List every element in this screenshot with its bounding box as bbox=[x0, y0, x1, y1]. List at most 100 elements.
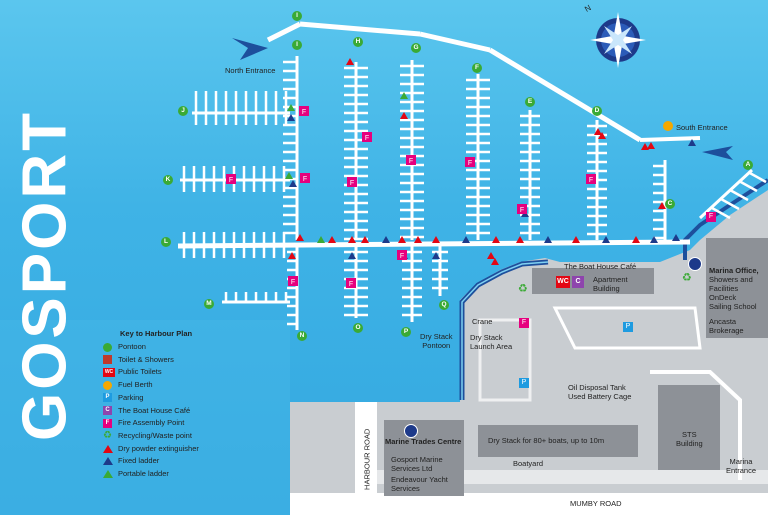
ladder-extinguisher-marker bbox=[287, 114, 295, 121]
key-symbol-triangle bbox=[103, 470, 113, 479]
key-symbol-circle bbox=[103, 342, 112, 352]
fire-assembly-marker bbox=[517, 204, 527, 214]
fire-assembly-letter: F bbox=[229, 177, 233, 184]
fire-assembly-marker bbox=[300, 173, 310, 183]
recycle-icon: ♻ bbox=[518, 282, 528, 295]
north-entrance-arrow bbox=[232, 38, 268, 60]
fire-assembly-letter: F bbox=[350, 180, 354, 187]
key-label: Pontoon bbox=[118, 342, 146, 351]
key-item: Portable ladder bbox=[103, 469, 169, 479]
fire-assembly-marker bbox=[299, 106, 309, 116]
fire-assembly-marker bbox=[362, 132, 372, 142]
gosport-title: GOSPORT bbox=[10, 109, 80, 442]
key-item: ♻Recycling/Waste point bbox=[103, 431, 192, 441]
marine-trades-building bbox=[384, 420, 464, 496]
fire-assembly-letter: F bbox=[409, 158, 413, 165]
boat-house-cafe-label: The Boat House Café bbox=[564, 262, 637, 271]
ladder-extinguisher-marker bbox=[382, 236, 390, 243]
fire-assembly-marker bbox=[346, 278, 356, 288]
ladder-extinguisher-marker bbox=[328, 236, 336, 243]
ladder-extinguisher-marker bbox=[688, 139, 696, 146]
dry-stack-launch-label: Dry Stack Launch Area bbox=[470, 333, 513, 351]
ladder-extinguisher-marker bbox=[462, 236, 470, 243]
key-panel bbox=[0, 320, 290, 515]
key-symbol-triangle bbox=[103, 457, 113, 466]
key-label: The Boat House Café bbox=[118, 405, 191, 415]
fire-assembly-letter: F bbox=[303, 176, 307, 183]
north-entrance-label: North Entrance bbox=[225, 66, 276, 75]
marina-office-building bbox=[706, 238, 768, 338]
pontoon-finger bbox=[720, 197, 740, 211]
pontoon-letter-o: O bbox=[353, 323, 363, 333]
ladder-extinguisher-marker bbox=[296, 234, 304, 241]
pontoon-letter-l: L bbox=[161, 237, 171, 247]
marina-entrance-label: Marina Entrance bbox=[726, 457, 757, 475]
key-item: Toilet & Showers bbox=[103, 355, 174, 365]
dry-stack-boats-label: Dry Stack for 80+ boats, up to 10m bbox=[488, 436, 605, 445]
fire-assembly-letter: F bbox=[468, 160, 472, 167]
key-symbol-WC: WC bbox=[103, 367, 115, 377]
marina-office-icon bbox=[688, 257, 702, 271]
key-symbol-C: C bbox=[103, 406, 112, 416]
internal-road bbox=[377, 470, 768, 484]
ladder-extinguisher-marker bbox=[598, 132, 606, 139]
harbour-wall-inner bbox=[461, 261, 549, 400]
pontoon-finger bbox=[747, 170, 767, 184]
south-entrance-label: South Entrance bbox=[676, 123, 728, 132]
ladder-extinguisher-marker bbox=[361, 236, 369, 243]
fire-assembly-letter: F bbox=[291, 279, 295, 286]
yard-outline bbox=[478, 318, 532, 402]
ladder-extinguisher-marker bbox=[432, 252, 440, 259]
ladder-extinguisher-marker bbox=[647, 142, 655, 149]
pontoon-letter-a: A bbox=[743, 160, 753, 170]
ladder-extinguisher-marker bbox=[432, 236, 440, 243]
pontoon-finger bbox=[711, 206, 731, 220]
ladder-extinguisher-marker bbox=[516, 236, 524, 243]
key-item: Dry powder extinguisher bbox=[103, 444, 199, 453]
mumby-road-label: MUMBY ROAD bbox=[570, 499, 622, 508]
ladder-extinguisher-marker bbox=[594, 128, 602, 135]
key-label: Fuel Berth bbox=[118, 380, 153, 390]
key-symbol-toilet-icon bbox=[103, 355, 112, 365]
fire-assembly-letter: F bbox=[520, 207, 524, 214]
ladder-extinguisher-marker bbox=[289, 180, 297, 187]
harbour-road-label: HARBOUR ROAD bbox=[362, 428, 372, 490]
ladder-extinguisher-marker bbox=[348, 236, 356, 243]
pontoon-letter-k: K bbox=[163, 175, 173, 185]
fire-assembly-badge: F bbox=[519, 318, 529, 328]
parking-badge: P bbox=[519, 378, 529, 388]
ladder-extinguisher-marker bbox=[288, 252, 296, 259]
ladder-extinguisher-marker bbox=[346, 58, 354, 65]
pontoon-letter-h: H bbox=[353, 37, 363, 47]
pontoon-letter-f: F bbox=[472, 63, 482, 73]
fire-assembly-letter: F bbox=[589, 177, 593, 184]
fire-assembly-marker bbox=[226, 174, 236, 184]
main-walkway bbox=[299, 21, 421, 37]
oil-disposal-label: Oil Disposal Tank Used Battery Cage bbox=[568, 383, 632, 401]
ladder-extinguisher-marker bbox=[602, 236, 610, 243]
compass-rose bbox=[590, 12, 646, 68]
south-entrance-arrow bbox=[702, 146, 733, 160]
pontoon-letter-i: I bbox=[292, 40, 302, 50]
ladder-extinguisher-marker bbox=[544, 236, 552, 243]
key-label: Toilet & Showers bbox=[118, 354, 174, 364]
pontoon-spine bbox=[698, 168, 754, 220]
fire-assembly-marker bbox=[406, 155, 416, 165]
key-symbol-recycle-icon: ♻ bbox=[103, 430, 112, 442]
pontoon-letter-c: C bbox=[665, 199, 675, 209]
ladder-extinguisher-marker bbox=[400, 92, 408, 99]
fuel-berth-marker bbox=[663, 121, 673, 131]
pontoon-network bbox=[177, 21, 767, 330]
key-label: Public Toilets bbox=[118, 367, 162, 377]
main-walkway bbox=[639, 136, 701, 142]
pontoon-letter-g: G bbox=[411, 43, 421, 53]
marine-trades-icon bbox=[404, 424, 418, 438]
pontoon-letter-p: P bbox=[401, 327, 411, 337]
boatyard-label: Boatyard bbox=[513, 459, 544, 468]
marine-trades-label: Marine Trades Centre bbox=[385, 437, 462, 446]
wc-badge: WC bbox=[556, 276, 570, 288]
ondeck-label: OnDeck Sailing School bbox=[709, 293, 757, 311]
